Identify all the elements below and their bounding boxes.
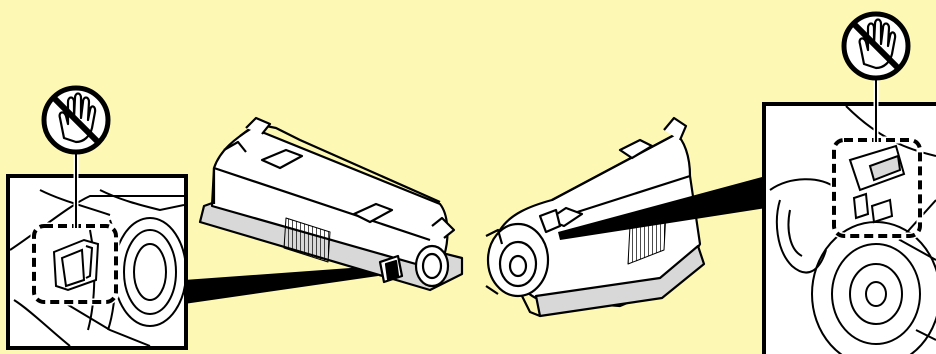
no-touch-icon xyxy=(44,88,108,152)
no-touch-icon xyxy=(844,14,908,78)
